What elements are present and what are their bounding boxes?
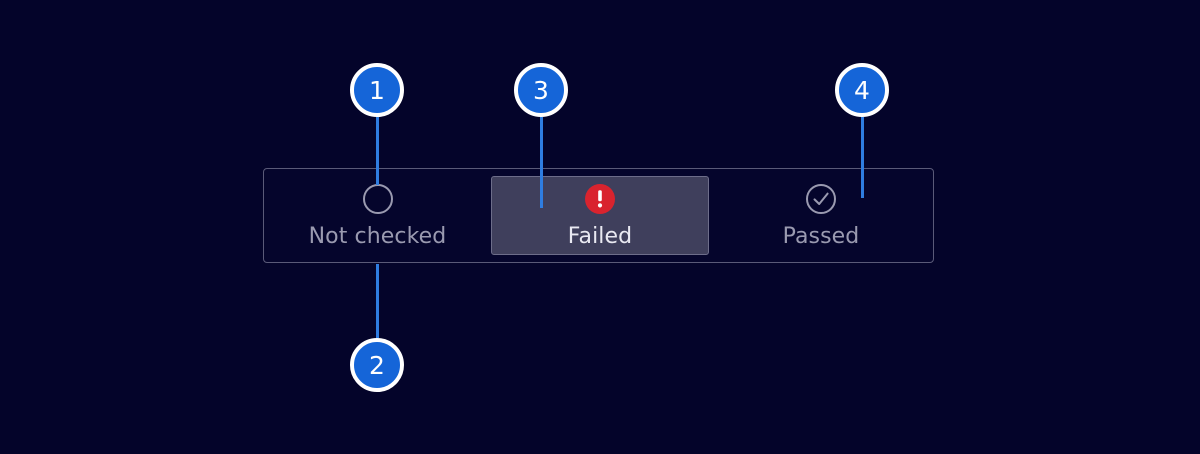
callout-leader-2 (376, 264, 379, 338)
callout-badge-2[interactable]: 2 (350, 338, 404, 392)
empty-circle-icon (361, 182, 395, 216)
check-circle-icon (804, 182, 838, 216)
callout-leader-3 (540, 117, 543, 208)
callout-badge-1[interactable]: 1 (350, 63, 404, 117)
callout-leader-4 (861, 117, 864, 198)
callout-badge-3[interactable]: 3 (514, 63, 568, 117)
error-exclamation-icon (583, 182, 617, 216)
status-segmented-control[interactable]: Not checked Failed Passed (263, 168, 934, 263)
segment-label-passed: Passed (782, 223, 860, 249)
segment-option-not-checked[interactable]: Not checked (264, 169, 491, 262)
segment-option-failed[interactable]: Failed (491, 176, 709, 255)
segment-label-failed: Failed (567, 223, 633, 249)
callout-badge-4[interactable]: 4 (835, 63, 889, 117)
segment-option-passed[interactable]: Passed (709, 169, 933, 262)
callout-leader-1 (376, 117, 379, 185)
segment-label-not-checked: Not checked (308, 223, 447, 249)
